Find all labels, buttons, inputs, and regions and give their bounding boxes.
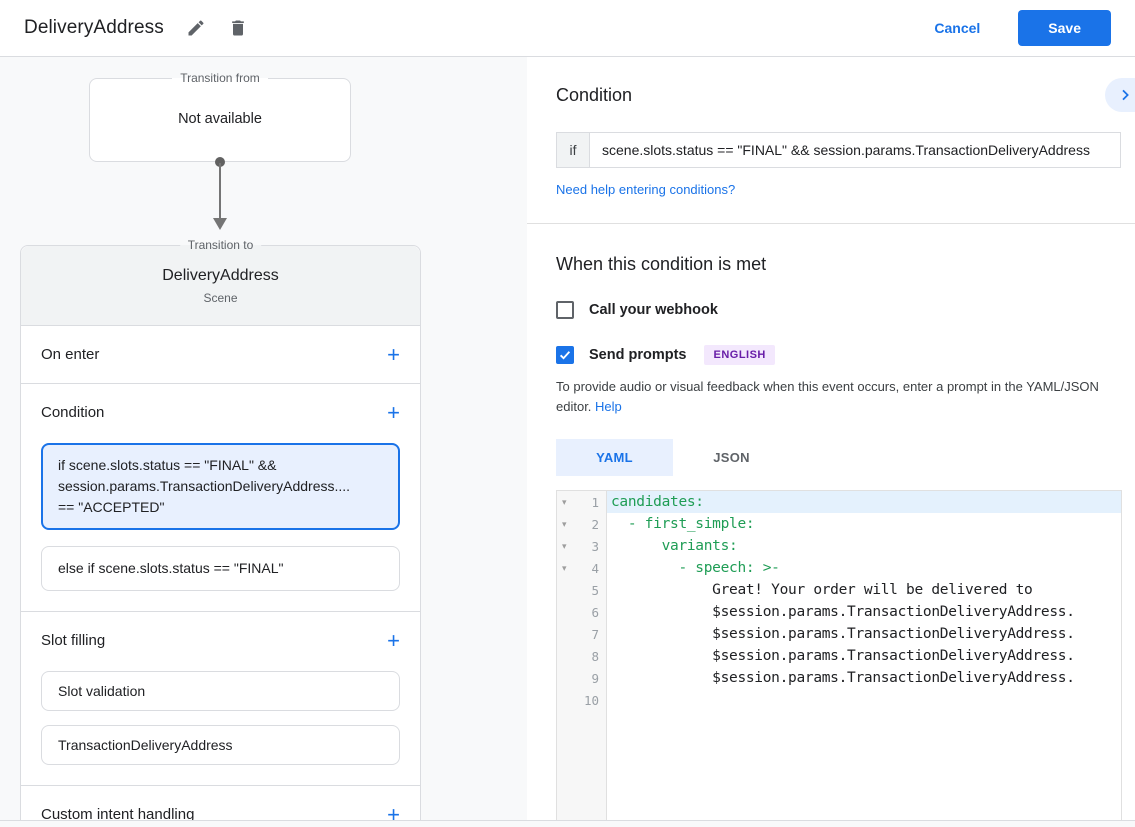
code-line: variants: <box>611 538 738 554</box>
prompts-description: To provide audio or visual feedback when… <box>556 377 1124 417</box>
fold-arrow-icon[interactable]: ▾ <box>562 518 567 529</box>
connector-line <box>219 163 221 219</box>
code-line: $session.params.TransactionDeliveryAddre… <box>611 670 1075 686</box>
divider <box>21 785 420 786</box>
send-prompts-checkbox[interactable] <box>556 346 574 364</box>
cancel-button[interactable]: Cancel <box>934 20 981 36</box>
help-link[interactable]: Help <box>595 399 622 414</box>
editor-tabs: YAML JSON <box>556 439 1135 476</box>
code-line: candidates: <box>607 491 1121 513</box>
editor-code-area: candidates: - first_simple: variants: - … <box>607 491 1121 826</box>
slot-item-transaction-delivery-address[interactable]: TransactionDeliveryAddress <box>41 725 400 765</box>
condition-label: Condition <box>41 404 105 421</box>
line-number: 1 <box>591 494 599 510</box>
save-button[interactable]: Save <box>1018 10 1111 46</box>
add-on-enter-button[interactable]: + <box>387 341 400 367</box>
send-prompts-row: Send prompts ENGLISH <box>556 345 1135 365</box>
add-slot-button[interactable]: + <box>387 627 400 653</box>
section-condition: Condition + <box>21 384 420 441</box>
line-number: 5 <box>591 582 599 598</box>
section-on-enter: On enter + <box>21 326 420 383</box>
checkmark-icon <box>559 351 571 360</box>
fold-arrow-icon[interactable]: ▾ <box>562 562 567 573</box>
chevron-right-icon <box>1122 89 1129 101</box>
slot-filling-label: Slot filling <box>41 632 106 649</box>
language-badge: ENGLISH <box>704 345 775 365</box>
transition-from-box: Transition from Not available <box>89 71 351 162</box>
if-prefix: if <box>557 133 590 167</box>
line-number: 2 <box>591 516 599 532</box>
condition-item[interactable]: else if scene.slots.status == "FINAL" <box>41 546 400 591</box>
horizontal-scrollbar[interactable] <box>0 820 1135 827</box>
code-line: - first_simple: <box>611 516 755 532</box>
webhook-row: Call your webhook <box>556 301 1135 319</box>
line-number: 3 <box>591 538 599 554</box>
code-line: $session.params.TransactionDeliveryAddre… <box>611 648 1075 664</box>
connector-dot <box>215 157 225 167</box>
yaml-code-editor[interactable]: ▾ 1 ▾ 2 ▾ 3 ▾ 4 5 6 7 8 9 10 candidates: - f… <box>556 490 1122 827</box>
condition-expression-row: if scene.slots.status == "FINAL" && sess… <box>556 132 1121 168</box>
line-number: 9 <box>591 670 599 686</box>
add-custom-intent-button[interactable]: + <box>387 801 400 827</box>
transition-from-label: Transition from <box>180 71 260 85</box>
send-prompts-label: Send prompts <box>589 347 687 363</box>
divider <box>527 223 1135 224</box>
condition-editor-panel: Condition if scene.slots.status == "FINA… <box>527 57 1135 827</box>
scene-graph-panel: Transition from Not available Transition… <box>0 57 527 827</box>
line-number: 4 <box>591 560 599 576</box>
scene-card: Transition to DeliveryAddress Scene On e… <box>20 238 421 827</box>
app-header: DeliveryAddress Cancel Save <box>0 0 1135 57</box>
section-slot-filling: Slot filling + <box>21 612 420 669</box>
line-number: 6 <box>591 604 599 620</box>
condition-line: if scene.slots.status == "FINAL" && <box>58 457 277 473</box>
delete-icon[interactable] <box>228 18 248 38</box>
scene-name: DeliveryAddress <box>162 267 279 284</box>
code-line: $session.params.TransactionDeliveryAddre… <box>611 626 1075 642</box>
condition-item-selected[interactable]: if scene.slots.status == "FINAL" && sess… <box>41 443 400 530</box>
add-condition-button[interactable]: + <box>387 399 400 425</box>
code-line <box>607 689 1121 711</box>
description-text: To provide audio or visual feedback when… <box>556 379 1099 414</box>
editor-gutter: ▾ 1 ▾ 2 ▾ 3 ▾ 4 5 6 7 8 9 10 <box>557 491 607 826</box>
call-webhook-label: Call your webhook <box>589 302 718 318</box>
condition-line: session.params.TransactionDeliveryAddres… <box>58 478 351 494</box>
when-met-section: When this condition is met Call your web… <box>527 254 1135 827</box>
edit-icon[interactable] <box>186 18 206 38</box>
condition-expression-input[interactable]: scene.slots.status == "FINAL" && session… <box>602 142 1090 158</box>
fold-arrow-icon[interactable]: ▾ <box>562 496 567 507</box>
code-line: $session.params.TransactionDeliveryAddre… <box>611 604 1075 620</box>
condition-title: Condition <box>556 85 633 105</box>
line-number: 7 <box>591 626 599 642</box>
tab-json[interactable]: JSON <box>713 450 750 465</box>
tab-yaml[interactable]: YAML <box>556 439 673 476</box>
call-webhook-checkbox[interactable] <box>556 301 574 319</box>
scene-type: Scene <box>203 291 238 305</box>
section-custom-intent: Custom intent handling + <box>21 786 420 827</box>
when-met-title: When this condition is met <box>556 254 767 274</box>
divider <box>21 383 420 384</box>
line-number: 8 <box>591 648 599 664</box>
condition-line: == "ACCEPTED" <box>58 499 165 515</box>
main-content: Transition from Not available Transition… <box>0 57 1135 827</box>
transition-from-value: Not available <box>178 111 262 127</box>
transition-to-label: Transition to <box>179 238 262 252</box>
condition-section: Condition if scene.slots.status == "FINA… <box>527 57 1135 199</box>
scene-card-header: DeliveryAddress Scene <box>21 246 420 326</box>
slot-item-validation[interactable]: Slot validation <box>41 671 400 711</box>
page-title: DeliveryAddress <box>24 17 164 38</box>
collapse-panel-button[interactable] <box>1105 78 1135 112</box>
code-line: Great! Your order will be delivered to <box>611 582 1033 598</box>
code-line: - speech: >- <box>611 560 780 576</box>
fold-arrow-icon[interactable]: ▾ <box>562 540 567 551</box>
conditions-help-link[interactable]: Need help entering conditions? <box>556 182 736 197</box>
line-number: 10 <box>583 692 599 708</box>
custom-intent-label: Custom intent handling <box>41 806 195 823</box>
connector-arrowhead-icon <box>213 218 227 230</box>
on-enter-label: On enter <box>41 346 100 363</box>
divider <box>21 611 420 612</box>
